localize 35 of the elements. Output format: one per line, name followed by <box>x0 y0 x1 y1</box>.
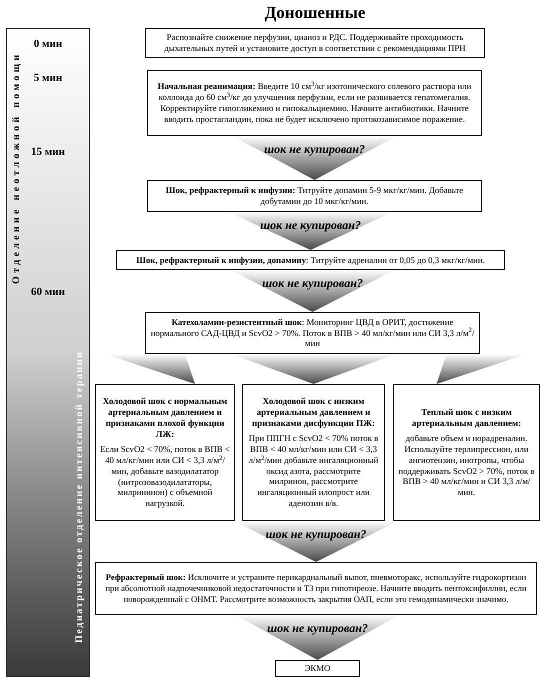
title: Доношенные <box>264 2 366 24</box>
box-text: Шок, рефрактерный к инфузии: Титруйте допамин 5-9 мкг/кг/мин. Добавьте добутамин до 10 мкг/кг/мин. <box>164 185 464 207</box>
edge-label: шок не купирован? <box>266 621 369 635</box>
box-text: Рефрактерный шок: Исключите и устраните перикардиальный выпот, пневмоторакс, используйте гидрокортизон при абсолютной надпочечниковой недостаточности и Т3 при гипотиреозе. Начните вводить пентоксифиллин, если новорожденный с ОНМТ. Рассмотрите возможность закрытия ОАП, если это гемодинамически значимо. <box>104 572 528 605</box>
process-box <box>147 180 482 212</box>
process-box <box>95 562 537 615</box>
time-label: 15 мин <box>30 146 66 159</box>
box-text: При ППГН с ScvO2 < 70% поток в ВПВ < 40 мл/кг/мин или СИ < 3,3 л/м$^{2}$/мин добавьте ингаляционный оксид азота, рассмотрите милринон, рассмотрите ингаляционный илопрост или аденозин в/в. <box>248 433 380 509</box>
box-heading: Теплый шок с низким артериальным давлением: <box>410 407 522 430</box>
process-box <box>145 28 485 58</box>
box-text: Распознайте снижение перфузии, цианоз и РДС. Поддерживайте проходимость дыхательных путей и установите доступ в соответствии с рекомендациями ПРН <box>163 32 467 54</box>
box-text: Катехоламин-резистентный шок: Мониторинг ЦВД в ОРИТ, достижение нормального САД-ЦВД и ScvO2 > 70%. Поток в ВПВ > 40 мл/кг/мин или СИ 3,3 л/м$^{2}$/мин <box>150 316 475 350</box>
box-text: добавьте объем и норадреналин. Используйте терлипрессион, или ангиотензин, инотропы, чтобы поддерживать ScvO2 > 70%, поток в ВПВ > 40 мл/кг/мин и СИ 3,3 л/м/мин. <box>398 433 535 498</box>
process-box <box>95 384 235 521</box>
box-heading: Холодовой шок с нормальным артериальным давлением и признаками плохой функции ЛЖ: <box>102 396 228 440</box>
edge-label: шок не купирован? <box>259 218 362 232</box>
band-heading: Педиатрическое отделение интенсивной терапии <box>73 349 86 645</box>
box-text: Начальная реанимация: Введите 10 см$^{3}$/кг изотонического солевого раствора или коллоида до 60 см$^{3}$/кг до улучшения перфузии, если не развивается гепатомегалия. Корректируйте гипогликемию и гипокальциемию. Начните антибиотики. Начните вводить простагландин, пока не будет исключено протокозависимое поражение. <box>156 81 472 125</box>
process-box <box>116 250 505 270</box>
time-label: 0 мин <box>32 38 64 51</box>
timeline-band <box>6 28 90 677</box>
edge-label: шок не купирован? <box>263 142 366 156</box>
process-box <box>242 384 385 521</box>
box-text: Шок, рефрактерный к инфузии, допамину: Титруйте адреналин от 0,05 до 0,3 мкг/кг/мин. <box>136 254 485 266</box>
box-text: Если ScvO2 < 70%, поток в ВПВ < 40 мл/кг/мин или СИ < 3,3 л/м$^{2}$/мин, добавьте вазодилататор (нитрозовазодилататоры, милрининон) с объемной нагрузкой. <box>100 444 230 509</box>
process-box <box>275 660 360 677</box>
band-heading: Отделение неотложной помощи <box>10 50 23 286</box>
time-label: 60 мин <box>30 286 66 299</box>
edge-label: шок не купирован? <box>264 527 368 541</box>
edge-label: шок не купирован? <box>261 276 364 290</box>
time-label: 5 мин <box>32 72 64 85</box>
box-text: ЭКМО <box>304 663 330 674</box>
process-box <box>393 384 540 521</box>
box-heading: Холодовой шок с низким артериальным давлением и признаками дисфункции ПЖ: <box>251 396 376 430</box>
process-box <box>147 70 482 136</box>
